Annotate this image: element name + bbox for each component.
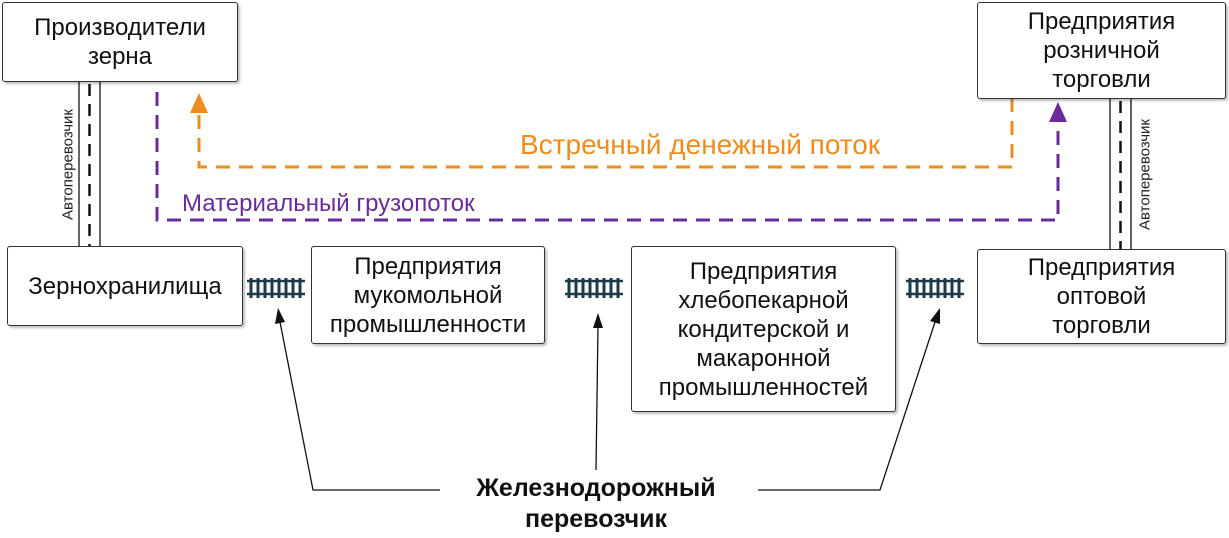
node-retail: Предприятия розничной торговли <box>977 2 1226 99</box>
material-flow-label: Материальный грузопоток <box>182 190 475 217</box>
road-carrier-label-left: Автоперевозчик <box>59 109 77 220</box>
rail-track-icon <box>247 278 305 298</box>
money-flow-label: Встречный денежный поток <box>520 129 881 160</box>
material-flow-line <box>155 92 1060 222</box>
arrowhead <box>593 313 603 328</box>
rail-pointer-middle <box>595 325 599 471</box>
rail-carrier-label-line2: перевозчик <box>524 505 668 533</box>
money-flow-arrowhead <box>190 93 208 113</box>
node-bakery: Предприятия хлебопекарной кондитерской и… <box>631 246 896 412</box>
material-flow-arrowhead <box>1049 102 1067 122</box>
road-right <box>1109 98 1132 249</box>
road-left <box>78 81 101 246</box>
node-grain-producers: Производители зерна <box>2 2 238 82</box>
rail-pointer-left <box>279 321 440 491</box>
node-granary: Зернохранилища <box>7 246 243 326</box>
rail-track-icon <box>906 278 964 298</box>
node-wholesale: Предприятия оптовой торговли <box>977 249 1226 344</box>
money-flow-line <box>197 98 1014 169</box>
rail-pointer-right <box>758 321 936 491</box>
arrowhead <box>930 308 940 324</box>
rail-track-icon <box>565 278 623 298</box>
arrowhead <box>275 308 285 324</box>
node-milling: Предприятия мукомольной промышленности <box>311 246 545 344</box>
road-carrier-label-right: Автоперевозчик <box>1136 119 1154 230</box>
rail-carrier-label: Железнодорожный <box>476 474 716 502</box>
